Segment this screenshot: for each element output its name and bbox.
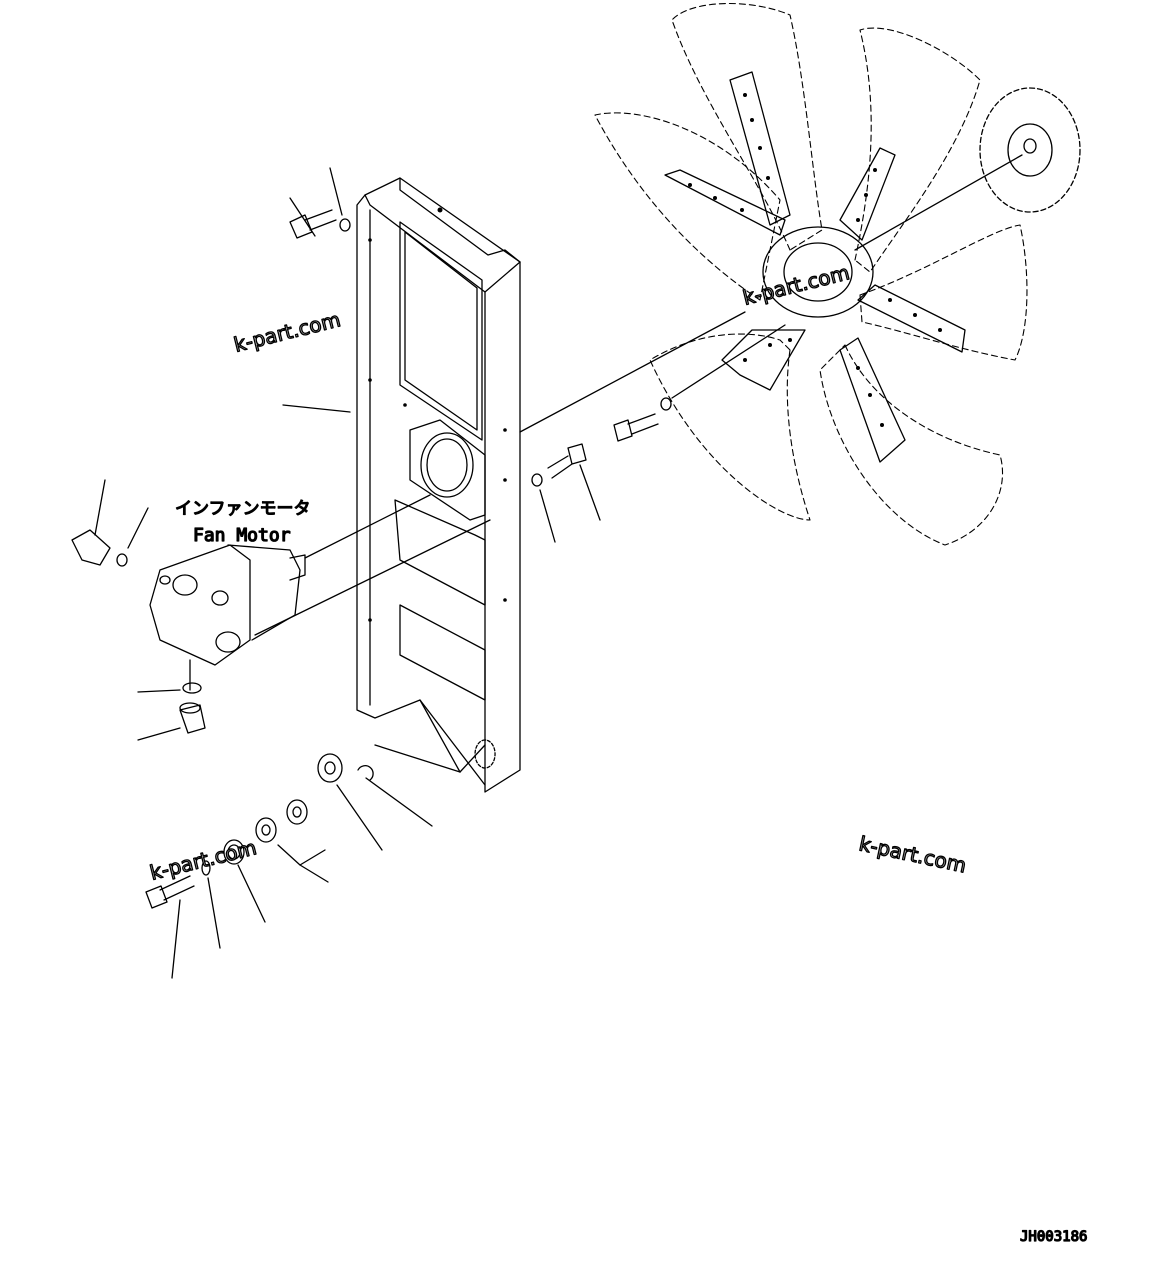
fan-spider-arms [664,71,966,463]
watermark: k-part.com [147,835,258,885]
fan-motor-label-jp: インファンモータ [175,499,311,519]
drawing-code: JH003186 [1020,1229,1087,1245]
fan-motor [149,494,491,691]
fan-hub [762,226,874,318]
watermark: k-part.com [231,307,342,357]
bracket-side-bolt [531,443,601,543]
fan-motor-bracket [282,177,746,793]
fan-blades-outline [594,3,1028,546]
lower-hardware-stack [145,753,433,979]
fan-spacer-disc [854,87,1081,251]
bracket-top-bolt [289,167,351,239]
fitting-and-oring [137,682,206,741]
fan-motor-connector [71,479,149,567]
watermark: k-part.com [857,831,969,877]
fan-perforation-holes [688,93,942,427]
fan-motor-label-en: Fan Motor [193,525,291,546]
watermark: k-part.com [740,260,851,310]
bracket-holes [368,207,507,622]
fan-bolt [613,324,786,442]
fan-assembly [594,3,1081,546]
